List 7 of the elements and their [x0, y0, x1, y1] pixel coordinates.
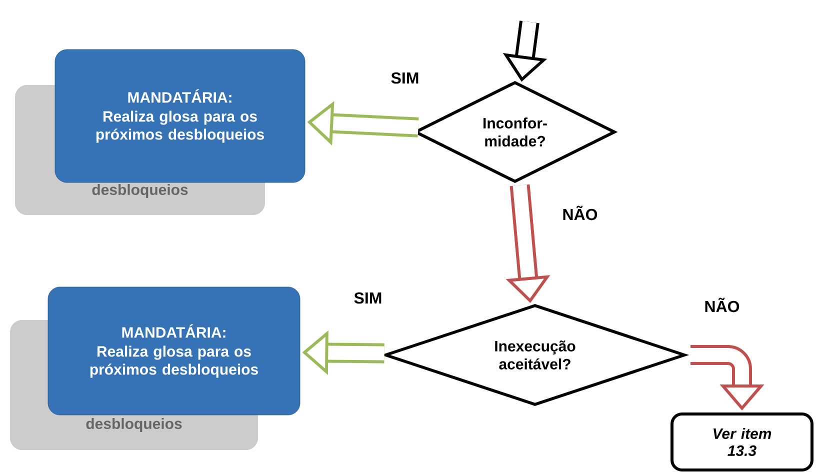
- process-box: MANDATÁRIA: Realiza glosa para os próximos desbloqueios: [48, 286, 300, 416]
- reference-box: Ver item 13.3: [670, 412, 814, 472]
- edge-label: SIM: [352, 291, 384, 305]
- edge-label: NÃO: [561, 204, 599, 222]
- process-box: MANDATÁRIA: Realiza glosa para os próximos desbloqueios: [54, 49, 306, 183]
- edge-label: NÃO: [703, 296, 741, 314]
- edge-label: SIM: [390, 71, 420, 85]
